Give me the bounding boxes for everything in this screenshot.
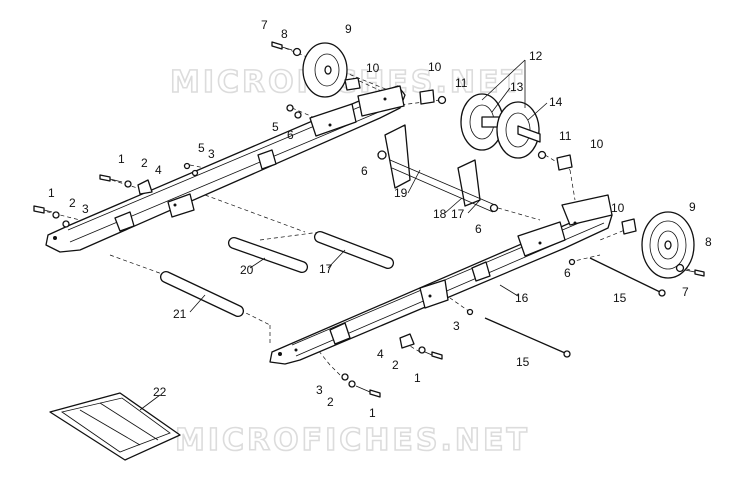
- callout-labels: 7 8 9 10 10 11 12 13 14 11 10 5 6 5 3 1 …: [48, 18, 712, 420]
- callout-9-right: 9: [689, 200, 696, 214]
- callout-2-near: 2: [392, 358, 399, 372]
- callout-1-left: 1: [48, 186, 55, 200]
- callout-18: 18: [433, 207, 447, 221]
- cross-shaft-21: [160, 270, 244, 318]
- rail-near: [269, 194, 613, 365]
- callout-leaders: [139, 59, 548, 411]
- callout-3-near: 3: [453, 319, 460, 333]
- callout-1-mid: 1: [118, 152, 125, 166]
- callout-20: 20: [240, 263, 254, 277]
- callout-8-top: 8: [281, 27, 288, 41]
- callout-9-top: 9: [345, 22, 352, 36]
- callout-1-near: 1: [414, 371, 421, 385]
- callout-3-left: 3: [82, 202, 89, 216]
- callout-12: 12: [529, 49, 543, 63]
- callout-7-top: 7: [261, 18, 268, 32]
- rail-near-bracket-front: [471, 261, 491, 282]
- callout-10-right: 10: [590, 137, 604, 151]
- callout-7-right: 7: [682, 285, 689, 299]
- watermark-bottom: MICROFICHES.NET: [175, 423, 530, 458]
- callout-17-small: 17: [451, 207, 465, 221]
- callout-5-top: 5: [272, 120, 279, 134]
- rail-far-bracket-rear: [114, 211, 135, 232]
- wheel-9-right: [641, 211, 695, 279]
- callout-13: 13: [510, 80, 524, 94]
- callout-22: 22: [153, 385, 167, 399]
- callout-16: 16: [515, 291, 529, 305]
- callout-6-right: 6: [475, 222, 482, 236]
- rail-far: [45, 85, 406, 253]
- callout-10-mid: 10: [428, 60, 442, 74]
- callout-6-top: 6: [287, 128, 294, 142]
- callout-11-right: 11: [559, 129, 572, 143]
- callout-4-top: 4: [155, 163, 162, 177]
- callout-8-right: 8: [705, 235, 712, 249]
- callout-11-top: 11: [455, 76, 468, 90]
- callout-21: 21: [173, 307, 187, 321]
- wheel-9-top: [302, 42, 348, 98]
- callout-17-shaft: 17: [319, 262, 333, 276]
- callout-14: 14: [549, 95, 563, 109]
- callout-2-mid: 2: [141, 156, 148, 170]
- callout-1-bottom: 1: [369, 406, 376, 420]
- callout-4-near: 4: [377, 347, 384, 361]
- callout-10-top: 10: [366, 61, 380, 75]
- slide-plate-22: [49, 392, 181, 461]
- bracket-18-rear: [384, 124, 411, 189]
- callout-2-left: 2: [69, 196, 76, 210]
- fasteners: [33, 41, 705, 398]
- cross-shaft-20: [228, 236, 308, 274]
- callout-15-near: 15: [516, 355, 530, 369]
- callout-6-near: 6: [564, 266, 571, 280]
- cross-shaft-17: [314, 230, 394, 270]
- callout-19: 19: [394, 186, 408, 200]
- rail-near-bracket-rear: [329, 322, 351, 345]
- callout-3-mid: 3: [208, 147, 215, 161]
- callout-2-bottom: 2: [327, 395, 334, 409]
- callout-3-bottom: 3: [316, 383, 323, 397]
- callout-5-mid: 5: [198, 141, 205, 155]
- twin-wheel-assembly: [460, 93, 541, 159]
- spacers-10: [344, 77, 637, 235]
- cross-shafts: [160, 230, 394, 318]
- callout-6-shaft: 6: [361, 164, 368, 178]
- callout-10-far: 10: [611, 201, 625, 215]
- rail-far-bracket-front: [257, 149, 277, 170]
- callout-15-right: 15: [613, 291, 627, 305]
